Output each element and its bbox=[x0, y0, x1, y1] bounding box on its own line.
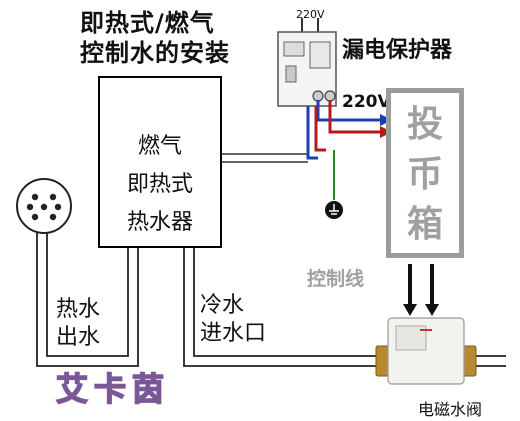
coin-box-label: 投 币 箱 bbox=[386, 100, 464, 250]
shower-head-icon bbox=[16, 178, 72, 234]
heater-cable bbox=[222, 153, 308, 163]
heater-label-line-1: 燃气 bbox=[137, 134, 182, 159]
hot-water-label-line-1: 热水 bbox=[56, 297, 101, 322]
supply-voltage-label: 220V bbox=[342, 92, 391, 112]
circuit-breaker-icon bbox=[277, 18, 337, 107]
brand-watermark: 艾卡茵 bbox=[55, 369, 171, 409]
heater-label-line-3: 热水器 bbox=[126, 210, 193, 235]
control-line-arrows bbox=[408, 264, 434, 306]
breaker-wires bbox=[306, 100, 380, 200]
diagram-title: 即热式/燃气 控制水的安装 bbox=[80, 8, 230, 68]
heater-label-line-2: 即热式 bbox=[126, 172, 193, 197]
ground-icon bbox=[325, 201, 343, 219]
cold-water-label-line-1: 冷水 bbox=[200, 293, 245, 318]
cold-water-label-line-2: 进水口 bbox=[200, 321, 267, 346]
hot-water-label-line-2: 出水 bbox=[56, 325, 101, 350]
solenoid-valve-icon bbox=[375, 317, 477, 385]
cold-water-inlet-label: 冷水 进水口 bbox=[200, 292, 266, 348]
title-line-2: 控制水的安装 bbox=[80, 39, 230, 67]
coin-box-label-line-3: 箱 bbox=[406, 204, 443, 245]
coin-box bbox=[386, 88, 464, 258]
hot-water-pipe bbox=[36, 232, 139, 367]
hot-water-outlet-label: 热水 出水 bbox=[56, 296, 100, 352]
heater-label: 燃气 即热式 热水器 bbox=[104, 128, 216, 242]
control-line-label: 控制线 bbox=[307, 268, 365, 290]
title-line-1: 即热式/燃气 bbox=[80, 9, 215, 37]
solenoid-valve-label: 电磁水阀 bbox=[418, 400, 483, 419]
breaker-voltage-label: 220V bbox=[296, 8, 325, 21]
coin-box-label-line-1: 投 bbox=[406, 104, 443, 145]
leakage-protector-label: 漏电保护器 bbox=[342, 38, 453, 63]
coin-box-label-line-2: 币 bbox=[406, 154, 443, 195]
gas-water-heater bbox=[98, 76, 222, 248]
